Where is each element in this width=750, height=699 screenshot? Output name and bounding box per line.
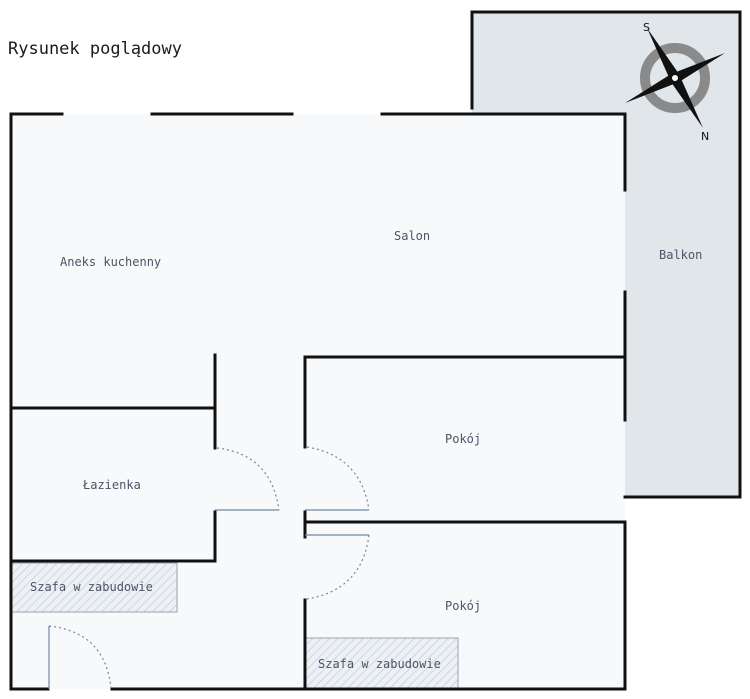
compass-needle-east [671, 53, 725, 82]
room-label-bathroom: Łazienka [82, 478, 141, 492]
wardrobe-1-label: Szafa w zabudowie [30, 580, 153, 594]
compass-needle-north [671, 74, 703, 128]
wardrobe-1-area [11, 562, 178, 613]
balcony-walls [470, 10, 742, 499]
room-label-kitchen: Aneks kuchenny [60, 255, 161, 269]
interior-walls [9, 353, 627, 691]
room-label-room-2: Pokój [445, 599, 481, 613]
room-label-living: Salon [394, 229, 430, 243]
compass: S N [625, 21, 725, 143]
compass-north-label: N [701, 130, 709, 143]
entrance-door [48, 625, 112, 689]
bathroom-door [215, 447, 280, 511]
room-label-room-1: Pokój [445, 432, 481, 446]
compass-south-label: S [643, 21, 650, 34]
room-2-door [305, 534, 370, 600]
room-1-door [305, 446, 370, 511]
drawing-title: Rysunek poglądowy [8, 39, 182, 59]
wardrobe-2-label: Szafa w zabudowie [318, 657, 441, 671]
compass-needle-south [647, 28, 679, 82]
room-label-balcony: Balkon [659, 248, 702, 262]
compass-needle-west [625, 74, 679, 103]
